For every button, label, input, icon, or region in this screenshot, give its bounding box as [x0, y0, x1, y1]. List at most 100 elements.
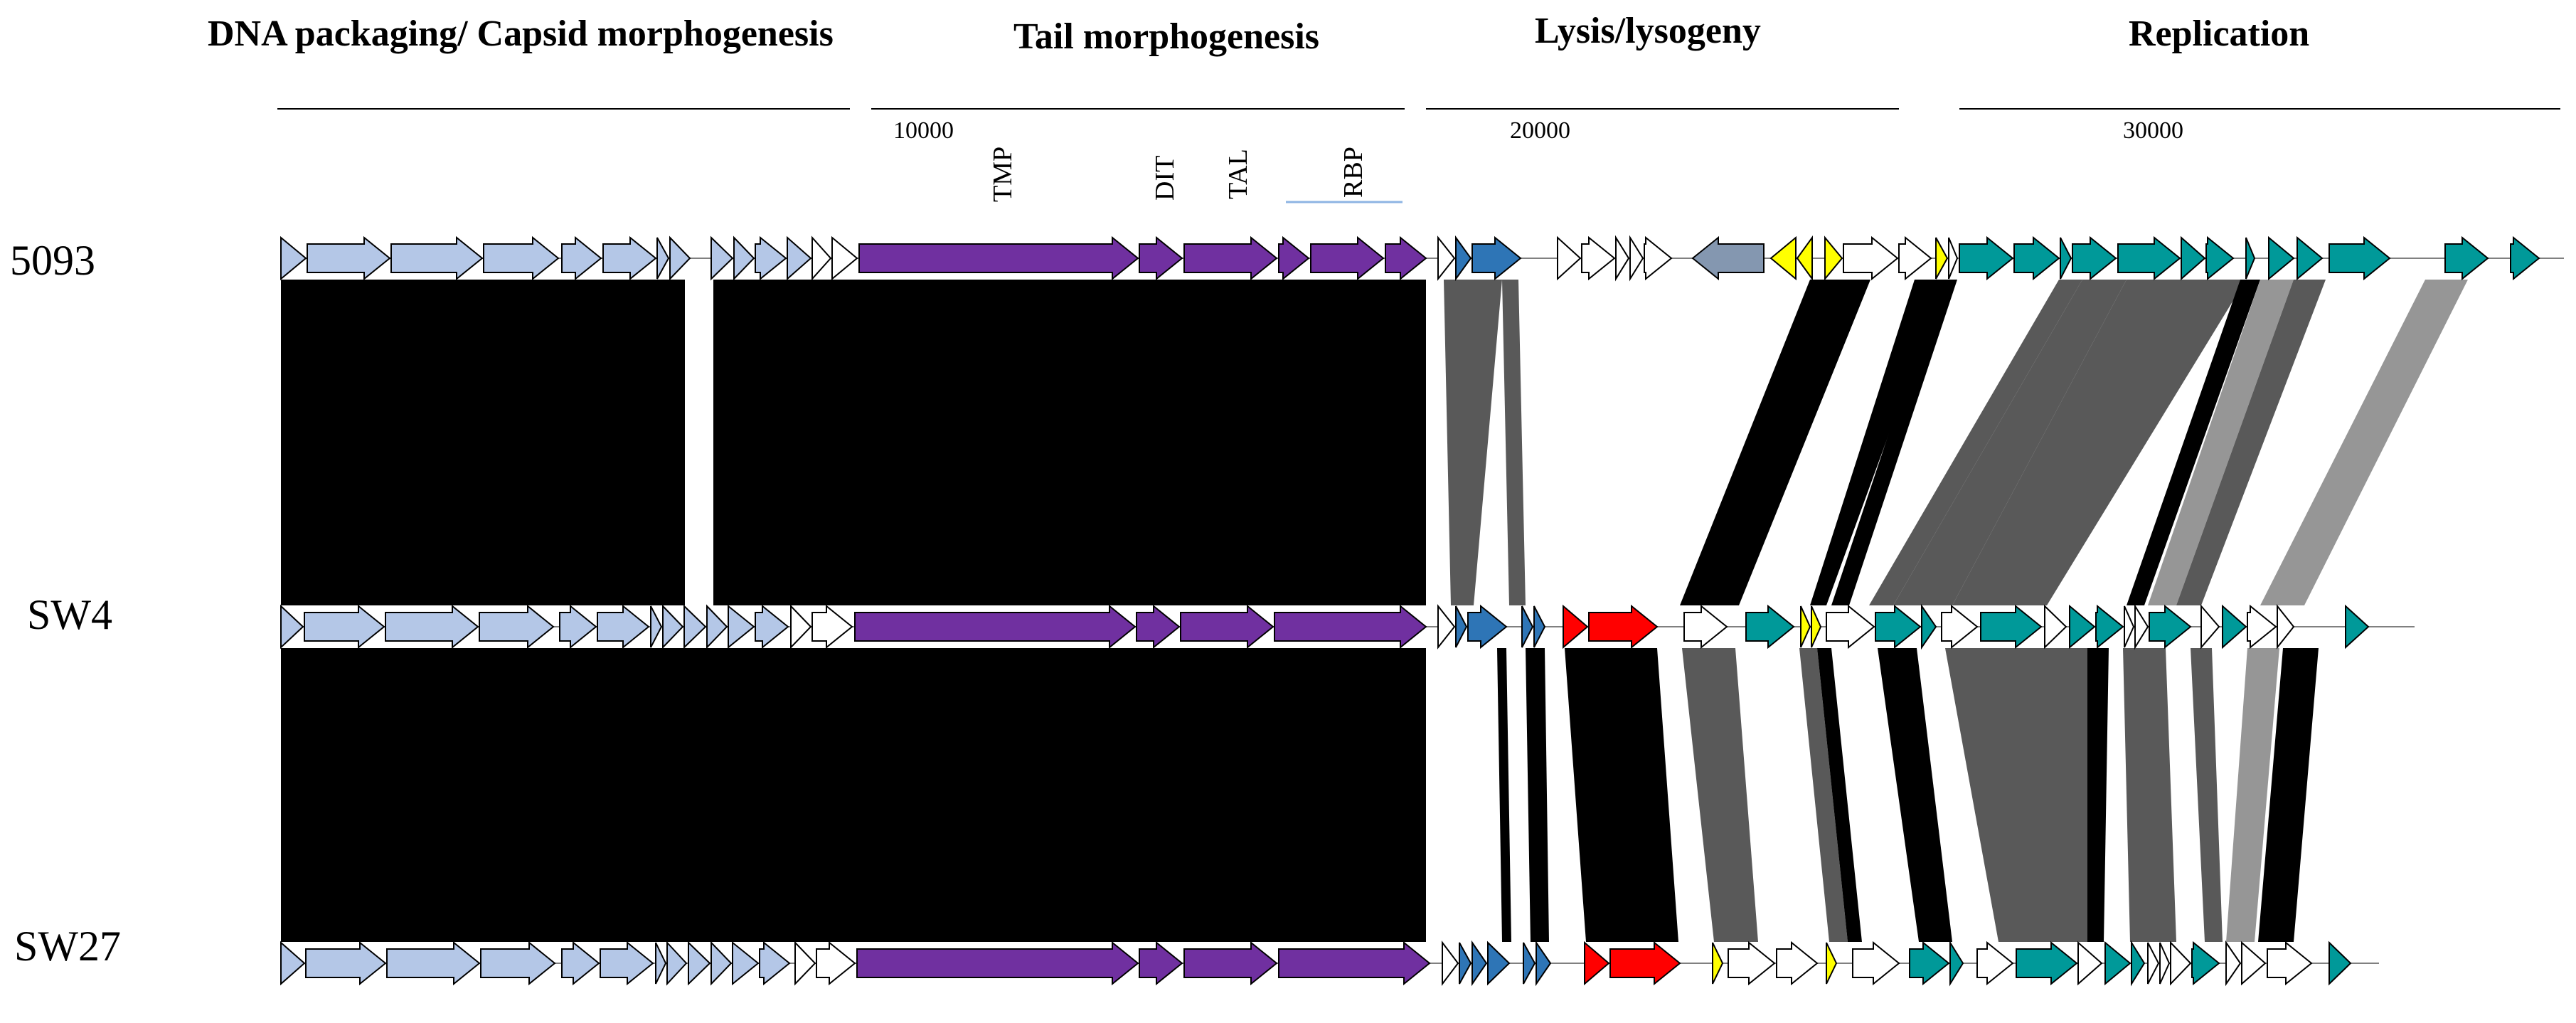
gene-arrow: [2277, 604, 2295, 650]
gene-arrow: [1921, 603, 1937, 650]
gene-arrow: [2345, 604, 2370, 650]
gene-arrow: [1584, 940, 1610, 986]
gene-arrow: [561, 235, 602, 281]
gene-arrow: [386, 940, 481, 986]
similarity-band: [1893, 280, 2127, 605]
gene-arrows: [280, 235, 2540, 987]
gene-arrow: [1183, 235, 1278, 281]
gene-arrow: [480, 940, 556, 986]
gene-arrow: [2247, 604, 2277, 650]
gene-arrow: [811, 235, 832, 281]
gene-arrow: [688, 940, 711, 986]
gene-arrow: [2060, 237, 2072, 280]
gene-arrow: [1455, 605, 1468, 648]
similarity-band: [1680, 280, 1870, 605]
gene-arrow: [1824, 235, 1843, 281]
gene-arrow: [2328, 235, 2391, 281]
gene-arrow: [787, 235, 812, 281]
gene-arrow: [479, 604, 555, 650]
gene-arrow: [305, 940, 387, 986]
gene-arrow: [2268, 235, 2295, 281]
gene-arrow: [1959, 235, 2014, 281]
similarity-band: [2226, 648, 2279, 942]
gene-arrow: [1980, 604, 2043, 650]
similarity-bands: [281, 280, 2468, 942]
gene-arrow: [1437, 604, 1456, 650]
gene-arrow: [2131, 940, 2146, 987]
similarity-band: [2260, 280, 2468, 605]
gene-arrow: [755, 604, 789, 650]
gene-arrow: [2044, 604, 2067, 650]
gene-arrow: [1843, 235, 1899, 281]
gene-arrow: [1948, 237, 1959, 280]
gene-arrow: [390, 235, 484, 281]
similarity-band: [1526, 648, 1549, 942]
similarity-band: [2148, 280, 2294, 605]
gene-arrow: [1487, 940, 1511, 986]
gene-arrow: [1776, 940, 1819, 986]
gene-arrow: [662, 604, 684, 650]
gene-arrow: [2245, 237, 2256, 280]
gene-arrow: [304, 604, 385, 650]
similarity-band: [1952, 280, 2246, 605]
gene-arrow: [1976, 940, 2014, 986]
gene-arrow: [1852, 940, 1900, 986]
gene-arrow: [2147, 942, 2160, 985]
gene-arrow: [2104, 940, 2131, 986]
similarity-band: [1799, 648, 1848, 942]
gene-arrow: [2095, 604, 2124, 650]
gene-arrow: [755, 235, 787, 281]
gene-arrow: [1588, 604, 1659, 650]
gene-arrow: [1557, 235, 1582, 281]
gene-arrow: [2170, 940, 2192, 986]
gene-arrow: [2124, 605, 2135, 648]
gene-arrow: [811, 604, 853, 650]
gene-arrow: [2267, 940, 2313, 986]
gene-arrow: [561, 940, 600, 986]
gene-arrow: [1712, 942, 1724, 985]
gene-arrow: [759, 940, 791, 986]
gene-arrow: [1471, 940, 1488, 987]
gene-label-tmp: TMP: [988, 147, 1018, 202]
gene-arrow: [2241, 940, 2267, 986]
gene-arrow: [2222, 604, 2247, 650]
gene-arrow: [655, 942, 667, 985]
similarity-band: [2127, 280, 2260, 605]
region-title-tail-morphogenesis: Tail morphogenesis: [1013, 16, 1319, 57]
gene-arrow: [1898, 235, 1932, 281]
gene-arrow: [1615, 235, 1630, 282]
gene-arrow: [1278, 235, 1310, 281]
gene-arrow: [1278, 940, 1431, 986]
similarity-band: [713, 280, 1426, 605]
gene-arrow: [728, 604, 755, 650]
gene-arrow: [1274, 604, 1427, 650]
gene-arrow: [733, 235, 755, 281]
gene-arrow: [1644, 235, 1673, 281]
gene-arrow: [666, 940, 688, 986]
gene-arrow: [2077, 940, 2103, 986]
gene-arrow: [1909, 940, 1950, 986]
gene-arrow: [1533, 605, 1546, 648]
genome-label-5093: 5093: [10, 237, 95, 284]
gene-arrow: [280, 235, 307, 281]
gene-arrow: [854, 604, 1137, 650]
gene-label-rbp: RBP: [1338, 147, 1368, 198]
gene-arrow: [858, 235, 1139, 281]
gene-arrow: [2510, 235, 2540, 281]
similarity-band: [1810, 280, 1945, 605]
similarity-band: [2258, 648, 2319, 942]
gene-arrow: [307, 235, 391, 281]
gene-arrow: [1581, 235, 1616, 281]
gene-arrow: [2296, 235, 2324, 281]
gene-arrow: [1385, 235, 1427, 281]
gene-arrow: [1609, 940, 1681, 986]
gene-arrow: [1437, 235, 1456, 281]
gene-arrow: [1949, 940, 1964, 987]
gene-label-tal: TAL: [1223, 149, 1253, 199]
gene-arrow: [385, 604, 479, 650]
similarity-band: [1831, 280, 1957, 605]
gene-arrow: [1691, 235, 1765, 281]
gene-arrow: [483, 235, 560, 281]
gene-arrow: [1941, 604, 1979, 650]
